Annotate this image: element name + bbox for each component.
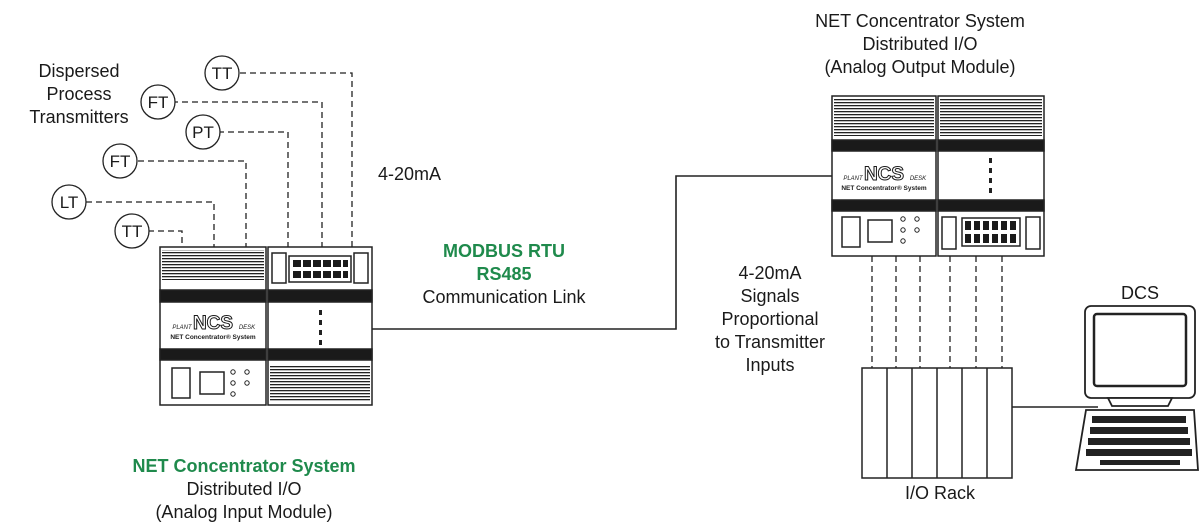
status-dots-left — [230, 369, 250, 397]
input-module-label: NET Concentrator System Distributed I/O … — [114, 455, 374, 524]
modbus-protocol: RS485 — [476, 264, 532, 284]
logo-plant: PLANT — [843, 176, 864, 182]
modbus-title: MODBUS RTU — [443, 241, 565, 261]
wire-tt-bottom — [148, 230, 183, 247]
transmitter-tag: TT — [212, 64, 233, 83]
logo-desk: DESK — [239, 325, 256, 331]
output-wires — [871, 256, 1003, 368]
transmitter-tag: PT — [192, 123, 214, 142]
current-signal-label: 4-20mA — [378, 164, 442, 184]
wire-lt — [86, 201, 215, 247]
brand-left: NCS PLANT DESK NET Concentrator® System — [170, 313, 256, 342]
diagram-canvas: TT FT PT FT LT TT — [51, 55, 1199, 479]
wire-tt-top — [240, 72, 353, 247]
logo-ncs: NCS — [864, 164, 904, 185]
terminal-block-left — [293, 260, 348, 278]
input-module-title: NET Concentrator System — [132, 456, 356, 476]
modbus-link-text: Communication Link — [422, 287, 586, 307]
signals-label: 4-20mA Signals Proportional to Transmitt… — [714, 263, 826, 375]
logo-ncs: NCS — [193, 313, 233, 334]
transmitter-circles — [51, 55, 240, 249]
analog-input-module — [159, 246, 373, 406]
logo-name: NET Concentrator® System — [841, 184, 927, 192]
transmitter-tag: FT — [148, 93, 169, 112]
logo-plant: PLANT — [172, 325, 193, 331]
dcs-computer — [1074, 305, 1199, 471]
dispersed-transmitters-label: Dispersed Process Transmitters — [29, 61, 129, 127]
terminal-block-right — [965, 221, 1016, 243]
status-dots-right — [900, 216, 920, 244]
center-leds-right — [989, 158, 992, 193]
io-rack — [861, 367, 1013, 479]
center-leds-left — [319, 310, 322, 345]
logo-desk: DESK — [910, 176, 927, 182]
output-module-label: NET Concentrator System Distributed I/O … — [815, 11, 1025, 77]
logo-name: NET Concentrator® System — [170, 333, 256, 341]
transmitter-tag: TT — [122, 222, 143, 241]
wire-pt — [218, 131, 289, 247]
transmitter-wires — [86, 72, 353, 247]
transmitter-tag: LT — [60, 193, 79, 212]
wire-ft-2 — [138, 160, 247, 247]
io-rack-label: I/O Rack — [904, 483, 975, 503]
transmitter-tags: TT FT PT FT LT TT — [60, 64, 233, 241]
wire-ft-1 — [172, 101, 323, 247]
modbus-link-line — [372, 175, 834, 330]
modbus-label: MODBUS RTU RS485 Communication Link — [414, 240, 594, 309]
brand-right: NCS PLANT DESK NET Concentrator® System — [841, 164, 927, 193]
keyboard-keys — [1086, 416, 1192, 465]
dcs-label: DCS — [1120, 283, 1159, 303]
transmitter-tag: FT — [110, 152, 131, 171]
